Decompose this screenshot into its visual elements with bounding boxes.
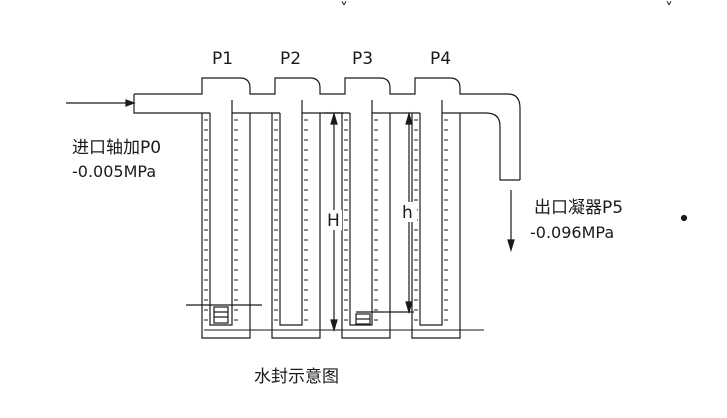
water-column-2: [271, 113, 321, 339]
dip-tube-p3: [349, 100, 373, 326]
water-plug-p1: [213, 306, 229, 324]
height-h-label: h: [402, 203, 413, 223]
inlet-arrow: [66, 99, 136, 107]
top-mark-right: ˅: [665, 0, 673, 18]
height-H-label: H: [327, 211, 340, 231]
pipe-label-p4: P4: [430, 49, 451, 69]
bullet-dot: [680, 214, 688, 222]
water-column-1: [201, 113, 251, 339]
dip-tube-p4: [419, 100, 443, 326]
dip-tube-p2: [279, 100, 303, 326]
water-fill: [204, 119, 485, 331]
inlet-pressure: -0.005MPa: [72, 162, 156, 181]
inlet-label: 进口轴加P0: [72, 138, 161, 158]
pipe-label-p2: P2: [280, 49, 301, 69]
outlet-arrow: [507, 190, 515, 253]
header-pipe: [134, 77, 521, 180]
outlet-pressure: -0.096MPa: [530, 223, 614, 242]
diagram-caption: 水封示意图: [254, 367, 339, 387]
pipe-label-p3: P3: [352, 49, 373, 69]
water-column-3: [341, 113, 391, 339]
water-column-4: [411, 113, 461, 339]
pipe-label-p1: P1: [212, 49, 233, 69]
top-mark-left: ˅: [340, 0, 348, 18]
outlet-label: 出口凝器P5: [534, 198, 623, 218]
dip-tube-p1: [209, 100, 233, 326]
